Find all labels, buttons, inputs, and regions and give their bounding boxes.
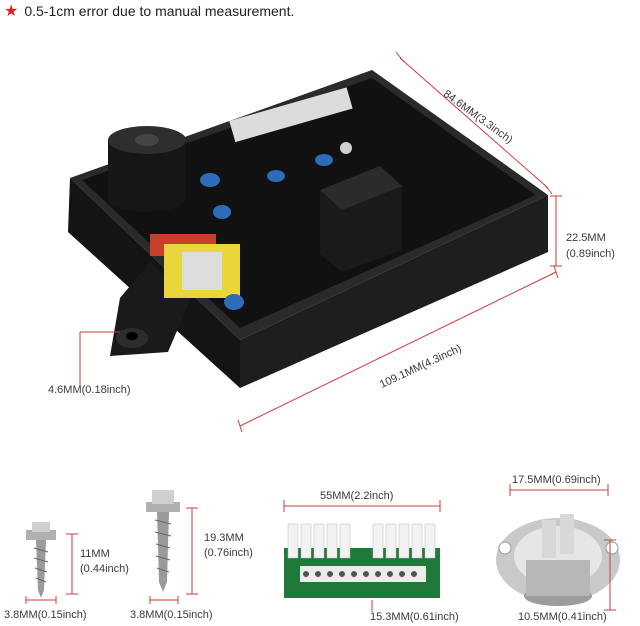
thermostat-width-label: 17.5MM(0.69inch)	[512, 474, 601, 486]
board-height-label-1: 22.5MM	[566, 232, 606, 244]
small-screw-height-label-2: (0.44inch)	[80, 563, 129, 575]
thermostat-height-label: 10.5MM(0.41inch)	[518, 611, 607, 623]
terminal-width-label: 55MM(2.2inch)	[320, 490, 394, 502]
terminal-height-label: 15.3MM(0.61inch)	[370, 611, 459, 623]
measurement-note-text: 0.5-1cm error due to manual measurement.	[24, 3, 295, 19]
large-screw-height-label-1: 19.3MM	[204, 532, 244, 544]
control-board-image	[68, 70, 548, 388]
star-icon: ★	[4, 3, 19, 20]
small-screw-height-label-1: 11MM	[80, 548, 110, 560]
large-screw-diameter-label: 3.8MM(0.15inch)	[130, 609, 213, 621]
board-height-label-2: (0.89inch)	[566, 248, 615, 260]
small-screw-image	[26, 522, 56, 598]
measurement-note: ★ 0.5-1cm error due to manual measurement…	[4, 1, 294, 21]
small-screw-diameter-label: 3.8MM(0.15inch)	[4, 609, 87, 621]
thermostat-image	[496, 514, 620, 606]
large-screw-image	[146, 490, 180, 592]
board-dimension-lines	[79, 51, 562, 433]
terminal-pcb-image	[284, 523, 440, 598]
hole-diameter-label: 4.6MM(0.18inch)	[48, 384, 131, 396]
large-screw-height-label-2: (0.76inch)	[204, 547, 253, 559]
